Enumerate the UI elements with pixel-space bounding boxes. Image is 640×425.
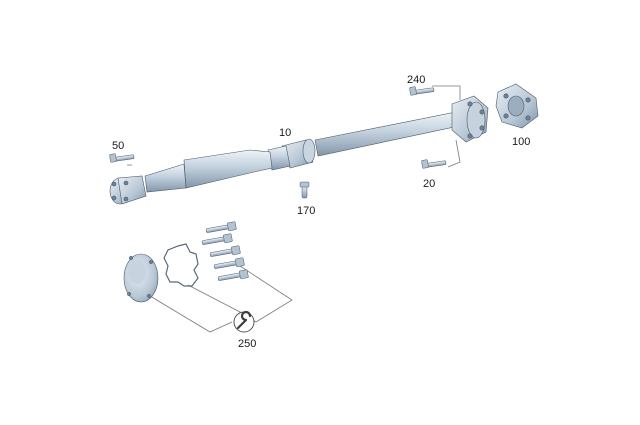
- callout-10[interactable]: 10: [279, 127, 292, 139]
- leader-240: [432, 85, 461, 100]
- center-bearing-face: [302, 138, 316, 164]
- repair-kit-cover: [123, 253, 159, 303]
- bolt-170: [299, 181, 310, 199]
- callout-20[interactable]: 20: [423, 178, 436, 190]
- rear-joint-face: [466, 101, 486, 139]
- leader-250-c: [239, 265, 293, 323]
- callout-240[interactable]: 240: [407, 74, 426, 86]
- leader-lines: [127, 85, 461, 333]
- callout-250[interactable]: 250: [238, 338, 257, 350]
- repair-kit-gasket: [163, 243, 199, 287]
- leader-250-a: [139, 289, 233, 333]
- flex-disc-100: [495, 83, 539, 129]
- nut-20: [421, 159, 447, 169]
- bolt-240: [409, 86, 435, 96]
- repair-kit-bolts: [201, 221, 249, 281]
- propeller-shaft-10: [109, 95, 489, 205]
- callout-170[interactable]: 170: [297, 205, 316, 217]
- bolt-50: [109, 153, 135, 163]
- front-taper: [144, 163, 187, 193]
- rear-tube: [314, 111, 460, 157]
- front-tube: [183, 149, 273, 189]
- callout-50[interactable]: 50: [112, 140, 125, 152]
- wrench-icon: [233, 310, 255, 333]
- front-joint: [117, 175, 147, 205]
- callout-100[interactable]: 100: [512, 136, 531, 148]
- leader-20: [447, 139, 461, 168]
